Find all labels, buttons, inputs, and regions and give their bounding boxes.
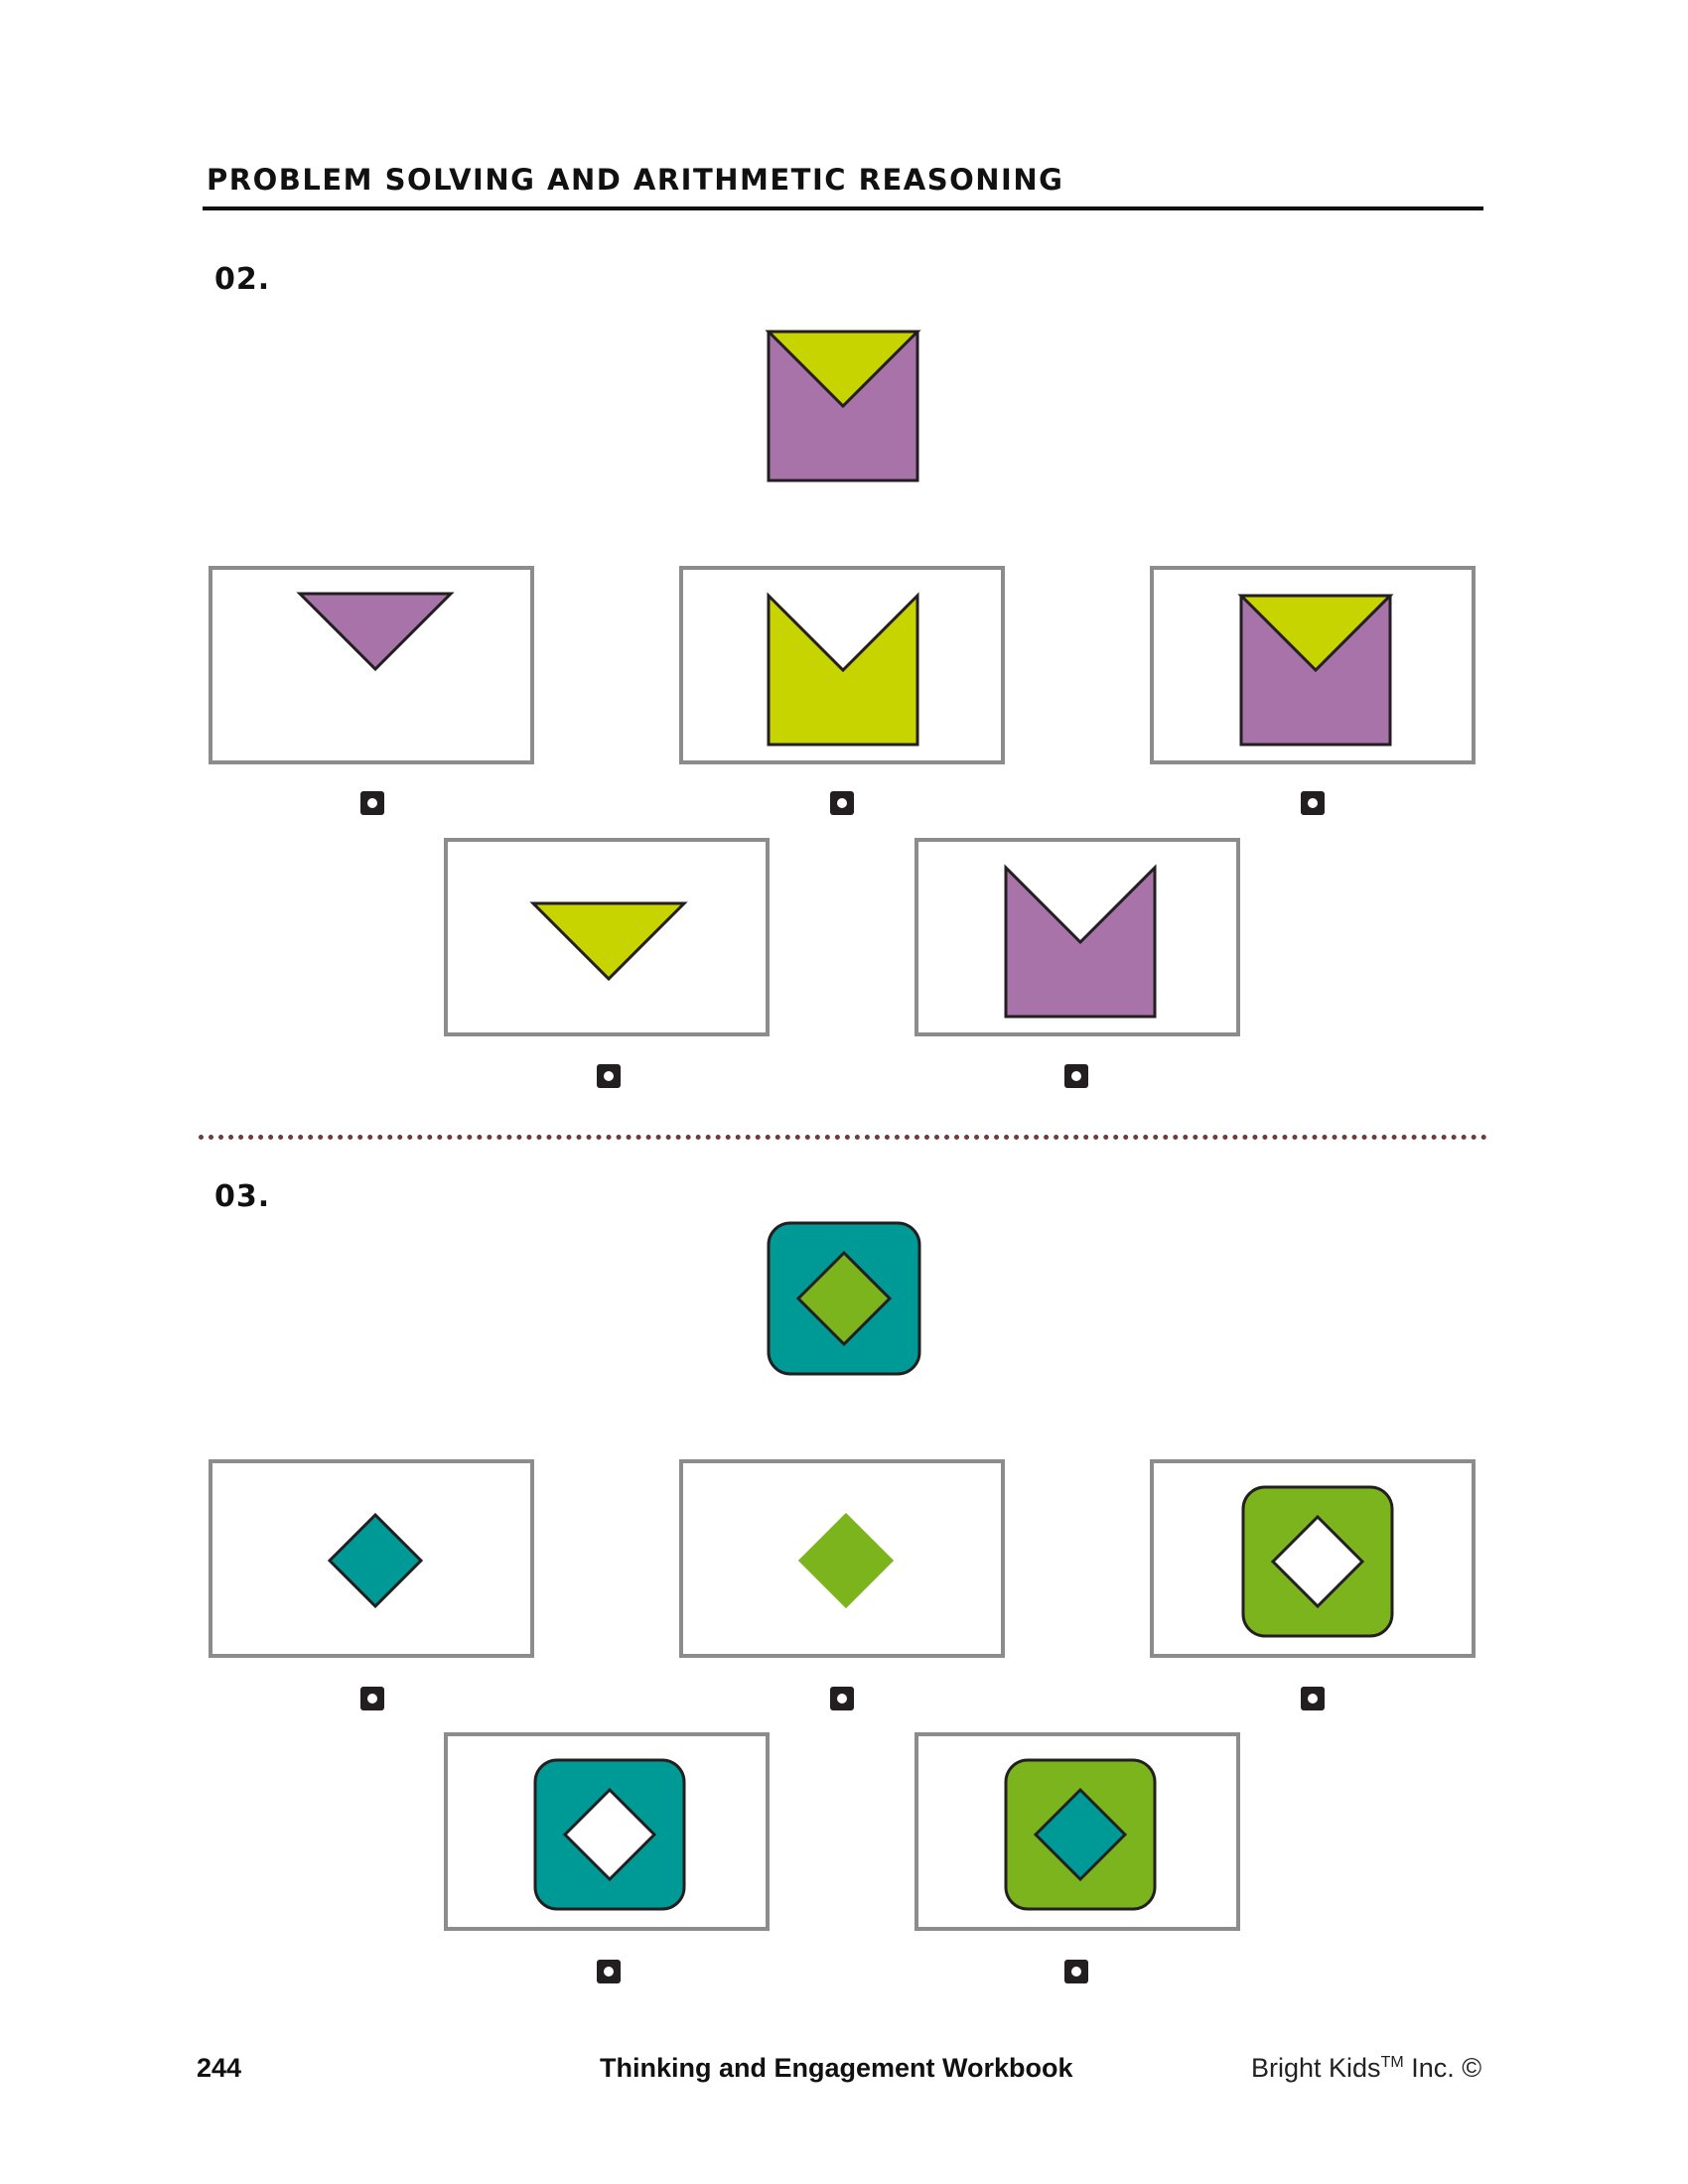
copyright-notice: Bright KidsTM Inc. © (1251, 2053, 1481, 2084)
q02-option-e-radio[interactable] (1064, 1064, 1088, 1088)
trademark-mark: TM (1380, 2054, 1404, 2071)
green-diamond-icon (797, 1512, 895, 1609)
section-separator (199, 1135, 1487, 1140)
q02-option-c-radio[interactable] (1301, 791, 1325, 815)
purple-square-lime-triangle-icon (1237, 594, 1394, 747)
green-square-teal-diamond-icon (1004, 1758, 1157, 1911)
q03-prompt-figure (767, 1221, 921, 1376)
section-title: PROBLEM SOLVING AND ARITHMETIC REASONING (207, 163, 1064, 197)
teal-square-white-diamond-icon (533, 1758, 686, 1911)
q03-option-c-box (1150, 1459, 1476, 1658)
q02-prompt-figure (765, 330, 921, 482)
q03-option-e-radio[interactable] (1064, 1960, 1088, 1983)
q03-option-a-radio[interactable] (360, 1687, 384, 1710)
q03-option-e-box (914, 1732, 1240, 1931)
green-square-white-diamond-icon (1241, 1485, 1394, 1638)
q02-option-a-box (209, 566, 534, 764)
purple-triangle-icon (296, 592, 455, 672)
page-number: 244 (197, 2053, 242, 2083)
brand-name: Bright Kids (1251, 2053, 1381, 2083)
lime-notched-square-icon (767, 592, 919, 747)
lime-triangle-icon (529, 901, 688, 982)
brand-suffix: Inc. © (1411, 2053, 1482, 2083)
q03-option-d-radio[interactable] (597, 1960, 621, 1983)
q02-option-d-radio[interactable] (597, 1064, 621, 1088)
q03-option-b-box (679, 1459, 1005, 1658)
book-title: Thinking and Engagement Workbook (600, 2053, 1073, 2083)
q02-option-b-box (679, 566, 1005, 764)
header-rule (203, 206, 1483, 210)
teal-diamond-icon (327, 1512, 424, 1609)
q02-option-d-box (444, 838, 770, 1036)
q03-option-c-radio[interactable] (1301, 1687, 1325, 1710)
question-number-02: 02. (214, 262, 271, 297)
q02-option-e-box (914, 838, 1240, 1036)
q03-option-b-radio[interactable] (830, 1687, 854, 1710)
q03-option-a-box (209, 1459, 534, 1658)
question-number-03: 03. (214, 1179, 271, 1214)
q02-option-b-radio[interactable] (830, 791, 854, 815)
q02-option-c-box (1150, 566, 1476, 764)
q02-option-a-radio[interactable] (360, 791, 384, 815)
purple-notched-square-icon (1004, 864, 1157, 1019)
q03-option-d-box (444, 1732, 770, 1931)
